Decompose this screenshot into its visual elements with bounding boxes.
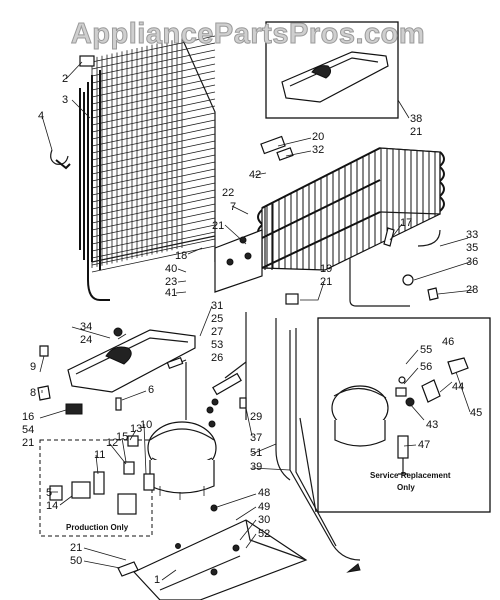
callout-c54: 54 [22, 424, 34, 436]
callout-c7: 7 [230, 201, 236, 213]
callout-c34: 34 [80, 321, 92, 333]
callout-c17: 17 [400, 217, 412, 229]
callout-c55: 55 [420, 344, 432, 356]
clip-part-4 [50, 149, 69, 165]
callout-c21b: 21 [212, 220, 224, 232]
service-replacement-caption: Service Replacement [370, 471, 451, 480]
callout-c19: 19 [320, 263, 332, 275]
callout-c56: 56 [420, 361, 432, 373]
callout-c25: 25 [211, 313, 223, 325]
leader-lines [39, 61, 475, 581]
callout-c26: 26 [211, 352, 223, 364]
callout-c18: 18 [175, 250, 187, 262]
callout-c15: 15 [116, 431, 128, 443]
callout-c27: 27 [211, 326, 223, 338]
callout-c45: 45 [470, 407, 482, 419]
callout-c22: 22 [222, 187, 234, 199]
callout-c23: 23 [165, 276, 177, 288]
watermark-logo: AppliancePartsPros.com [71, 18, 425, 50]
callout-c40: 40 [165, 263, 177, 275]
service-replacement-caption-line2: Only [397, 483, 415, 492]
callout-c31: 31 [211, 300, 223, 312]
compressor [123, 406, 217, 500]
drain-pan [67, 327, 196, 393]
callout-c35: 35 [466, 242, 478, 254]
callout-c52: 52 [258, 528, 270, 540]
callout-c21d: 21 [22, 437, 34, 449]
service-replacement-inset [317, 317, 491, 513]
callout-c10: 10 [140, 419, 152, 431]
callout-c11: 11 [94, 449, 105, 461]
callout-c14: 14 [46, 500, 58, 512]
callout-c1: 1 [154, 574, 160, 586]
callout-c16: 16 [22, 411, 34, 423]
callout-numbers: 2342032422273821172118402341192133353628… [22, 73, 482, 586]
callout-c53: 53 [211, 339, 223, 351]
callout-c33: 33 [466, 229, 478, 241]
callout-c28: 28 [466, 284, 478, 296]
callout-c3: 3 [62, 94, 68, 106]
callout-c46: 46 [442, 336, 454, 348]
callout-c44: 44 [452, 381, 464, 393]
callout-c9: 9 [30, 361, 36, 373]
evaporator-coil [50, 35, 216, 301]
callout-c4: 4 [38, 110, 44, 122]
callout-c37: 37 [250, 432, 262, 444]
callout-c21c: 21 [320, 276, 332, 288]
callout-c24: 24 [80, 334, 92, 346]
callout-c6: 6 [148, 384, 154, 396]
callout-c32: 32 [312, 144, 324, 156]
callout-c13: 13 [130, 423, 142, 435]
callout-c36: 36 [466, 256, 478, 268]
drain-tray-inset [265, 21, 399, 119]
callout-c47: 47 [418, 439, 430, 451]
callout-c12: 12 [106, 437, 118, 449]
loose-parts-left [37, 345, 122, 415]
production-inset [39, 439, 153, 537]
callout-c43: 43 [426, 419, 438, 431]
callout-c48: 48 [258, 487, 270, 499]
callout-c29: 29 [250, 411, 262, 423]
callout-c30: 30 [258, 514, 270, 526]
callout-c5: 5 [46, 487, 52, 499]
callout-c51: 51 [250, 447, 262, 459]
callout-c49: 49 [258, 501, 270, 513]
production-only-caption: Production Only [66, 523, 129, 532]
callout-c39: 39 [250, 461, 262, 473]
mounting-bracket [214, 135, 294, 293]
callout-c50: 50 [70, 555, 82, 567]
callout-c38: 38 [410, 113, 422, 125]
callout-c20: 20 [312, 131, 324, 143]
callout-c21a: 21 [410, 126, 422, 138]
callout-c21e: 21 [70, 542, 82, 554]
condenser-coil [257, 147, 445, 271]
refrigerant-tubing [166, 227, 441, 573]
callout-c42: 42 [249, 169, 261, 181]
callout-c41: 41 [165, 287, 177, 299]
callout-c8: 8 [30, 387, 36, 399]
clip-part-2 [79, 55, 95, 67]
callout-c2: 2 [62, 73, 68, 85]
base-plate [117, 504, 308, 600]
